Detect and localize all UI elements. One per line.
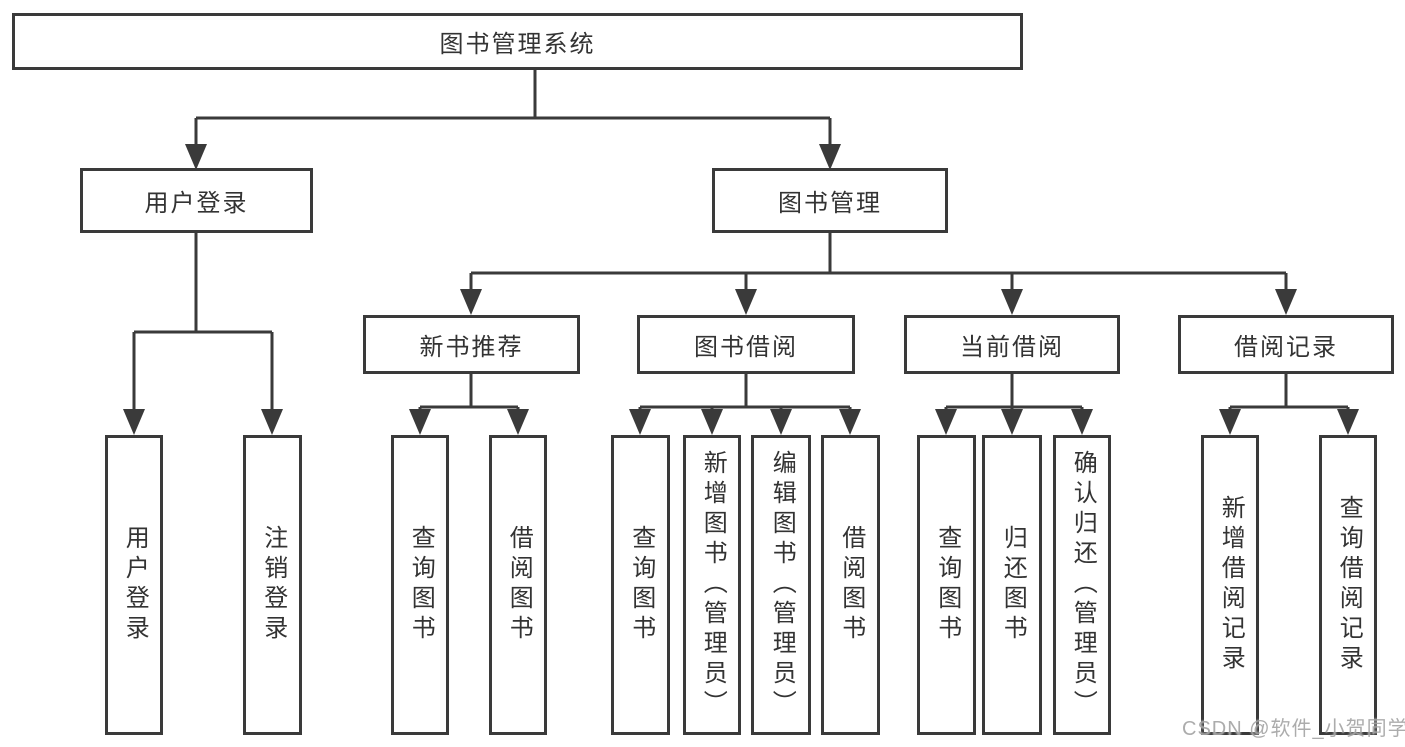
node-label: 图书管理 bbox=[778, 190, 882, 217]
leaf-add-borrow-record: 新增借阅记录 bbox=[1201, 435, 1259, 735]
leaf-query-book: 查询图书 bbox=[391, 435, 449, 735]
node-label: 借阅图书 bbox=[837, 525, 865, 645]
node-label: 当前借阅 bbox=[960, 334, 1064, 361]
node-borrowing-records: 借阅记录 bbox=[1178, 315, 1394, 374]
node-label: 图书借阅 bbox=[694, 334, 798, 361]
leaf-add-book-admin: 新增图书（管理员） bbox=[683, 435, 741, 735]
leaf-logout: 注销登录 bbox=[243, 435, 302, 735]
leaf-edit-book-admin: 编辑图书（管理员） bbox=[751, 435, 811, 735]
leaf-borrow-book: 借阅图书 bbox=[489, 435, 547, 735]
arrowheads bbox=[123, 144, 1359, 435]
leaf-borrow-book: 借阅图书 bbox=[821, 435, 880, 735]
leaf-user-login: 用户登录 bbox=[105, 435, 163, 735]
node-label: 归还图书 bbox=[999, 525, 1027, 645]
node-library-management-system: 图书管理系统 bbox=[12, 13, 1023, 70]
csdn-watermark: CSDN @软件_小贺同学 bbox=[1182, 718, 1405, 740]
node-label: 编辑图书（管理员） bbox=[768, 450, 796, 720]
node-current-borrowing: 当前借阅 bbox=[904, 315, 1120, 374]
leaf-confirm-return-admin: 确认归还（管理员） bbox=[1053, 435, 1111, 735]
node-label: 查询图书 bbox=[407, 525, 435, 645]
node-label: 查询图书 bbox=[627, 525, 655, 645]
node-label: 借阅图书 bbox=[505, 525, 533, 645]
node-label: 新书推荐 bbox=[419, 334, 524, 361]
leaf-query-borrow-record: 查询借阅记录 bbox=[1319, 435, 1377, 735]
leaf-query-book: 查询图书 bbox=[611, 435, 670, 735]
node-book-management: 图书管理 bbox=[712, 168, 948, 233]
leaf-query-book: 查询图书 bbox=[917, 435, 976, 735]
node-label: 用户登录 bbox=[144, 190, 249, 217]
node-book-borrowing: 图书借阅 bbox=[637, 315, 855, 374]
leaf-return-book: 归还图书 bbox=[982, 435, 1042, 735]
node-label: 确认归还（管理员） bbox=[1069, 450, 1097, 720]
node-label: 查询借阅记录 bbox=[1335, 495, 1363, 675]
node-label: 用户登录 bbox=[121, 525, 149, 645]
node-label: 借阅记录 bbox=[1234, 334, 1338, 361]
node-label: 查询图书 bbox=[933, 525, 961, 645]
node-label: 新增借阅记录 bbox=[1217, 495, 1245, 675]
node-label: 图书管理系统 bbox=[439, 31, 596, 58]
node-new-book-recommendation: 新书推荐 bbox=[363, 315, 580, 374]
node-label: 新增图书（管理员） bbox=[699, 450, 727, 720]
node-user-login: 用户登录 bbox=[80, 168, 313, 233]
node-label: 注销登录 bbox=[259, 525, 287, 645]
